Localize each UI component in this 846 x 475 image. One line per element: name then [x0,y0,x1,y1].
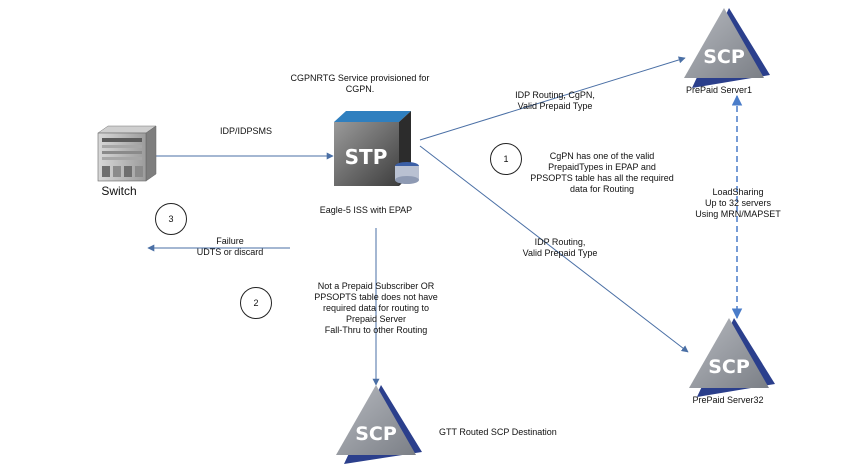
idp-idpsms-label: IDP/IDPSMS [219,126,272,136]
condition-2-line: required data for routing to [322,303,430,313]
scp-gtt-label: GTT Routed SCP Destination [439,427,557,437]
idp-routing-cgpn-label: IDP Routing, CgPN, Valid Prepaid Type [495,90,615,112]
idp-routing-line: IDP Routing, [534,237,586,247]
cgpnrtg-note-line: CGPNRTG Service provisioned for [290,73,430,83]
failure-note: Failure UDTS or discard [180,236,280,258]
scp-gtt-icon-text: SCP [355,423,397,445]
stp-icon-text: STP [345,145,388,169]
step-2-marker: 2 [240,287,272,319]
scp-server32-icon: SCP [689,318,775,397]
idp-routing-line: Valid Prepaid Type [522,248,598,258]
failure-line: UDTS or discard [196,247,264,257]
scp-server32-icon-text: SCP [708,356,750,378]
arrow-stp-to-scp32 [419,145,689,353]
loadsharing-note: LoadSharing Up to 32 servers Using MRN/M… [680,187,796,220]
condition-1-line: data for Routing [569,184,635,194]
idp-routing-cgpn-line: IDP Routing, CgPN, [515,90,595,100]
scp-gtt-icon: SCP [336,385,422,464]
scp-server1-icon-text: SCP [703,46,745,68]
arrow-stp-to-scp1 [419,56,686,141]
idp-routing-label: IDP Routing, Valid Prepaid Type [500,237,620,259]
condition-1-line: PrepaidTypes in EPAP and [548,162,656,172]
scp-server1-label: PrePaid Server1 [685,85,753,95]
stp-icon: STP [334,111,419,186]
loadsharing-line: Using MRN/MAPSET [695,209,781,219]
condition-1-line: CgPN has one of the valid [549,151,655,161]
switch-icon [97,125,157,182]
condition-2-line: Prepaid Server [345,314,407,324]
condition-1-note: CgPN has one of the valid PrepaidTypes i… [512,151,692,195]
stp-label: Eagle-5 ISS with EPAP [319,205,413,215]
condition-2-line: PPSOPTS table does not have [314,292,438,302]
loadsharing-line: Up to 32 servers [704,198,772,208]
condition-2-note: Not a Prepaid Subscriber OR PPSOPTS tabl… [296,281,456,336]
cgpnrtg-note-line: CGPN. [345,84,375,94]
step-1-marker: 1 [490,143,522,175]
idp-routing-cgpn-line: Valid Prepaid Type [517,101,593,111]
failure-line: Failure [216,236,244,246]
scp-server1-icon: SCP [684,8,770,88]
scp-server32-label: PrePaid Server32 [692,395,764,405]
cgpnrtg-note: CGPNRTG Service provisioned for CGPN. [270,73,450,95]
condition-2-line: Not a Prepaid Subscriber OR [317,281,435,291]
switch-label: Switch [101,184,137,198]
condition-2-line: Fall-Thru to other Routing [324,325,428,335]
step-3-marker: 3 [155,203,187,235]
loadsharing-line: LoadSharing [712,187,764,197]
condition-1-line: PPSOPTS table has all the required [530,173,674,183]
